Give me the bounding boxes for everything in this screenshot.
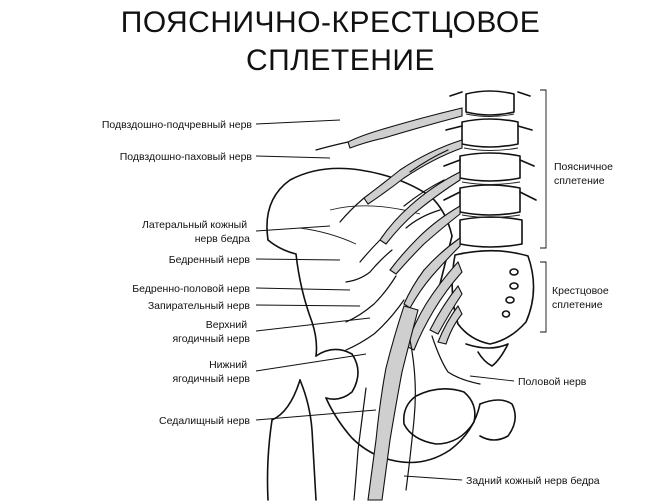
left-labels: Подвздошно-подчревный нерв Подвздошно-па…	[102, 119, 253, 427]
lumbar-vertebrae	[443, 90, 537, 248]
title-line-2: СПЛЕТЕНИЕ	[246, 44, 435, 77]
label-lateral-cutaneous-femoral-nerve: Латеральный кожный нерв бедра	[142, 219, 250, 245]
label-obturator-nerve: Запирательный нерв	[148, 300, 251, 312]
label-femoral-nerve: Бедренный нерв	[169, 254, 251, 266]
sacral-bracket	[540, 261, 547, 333]
nerve-branches	[315, 107, 481, 501]
label-pudendal-nerve: Половой нерв	[518, 376, 587, 388]
right-labels: Поясничное сплетение Крестцовое сплетени…	[466, 161, 616, 487]
label-lumbar-plexus: Поясничное сплетение	[554, 161, 616, 187]
left-leader-lines	[255, 119, 377, 421]
label-superior-gluteal-nerve: Верхний ягодичный нерв	[172, 319, 250, 345]
right-leader-lines	[403, 375, 515, 481]
label-iliohypogastric-nerve: Подвздошно-подчревный нерв	[102, 119, 253, 131]
label-sacral-plexus: Крестцовое сплетение	[552, 285, 612, 311]
label-posterior-cutaneous-femoral-nerve: Задний кожный нерв бедра	[466, 475, 600, 487]
label-ilioinguinal-nerve: Подвздошно-паховый нерв	[120, 151, 253, 163]
sacrum	[451, 249, 535, 367]
label-sciatic-nerve: Седалищный нерв	[159, 415, 250, 427]
title-line-1: ПОЯСНИЧНО-КРЕСТЦОВОЕ	[120, 6, 541, 39]
label-inferior-gluteal-nerve: Нижний ягодичный нерв	[172, 359, 250, 385]
lumbar-bracket	[540, 89, 547, 249]
label-genitofemoral-nerve: Бедренно-половой нерв	[132, 283, 250, 295]
